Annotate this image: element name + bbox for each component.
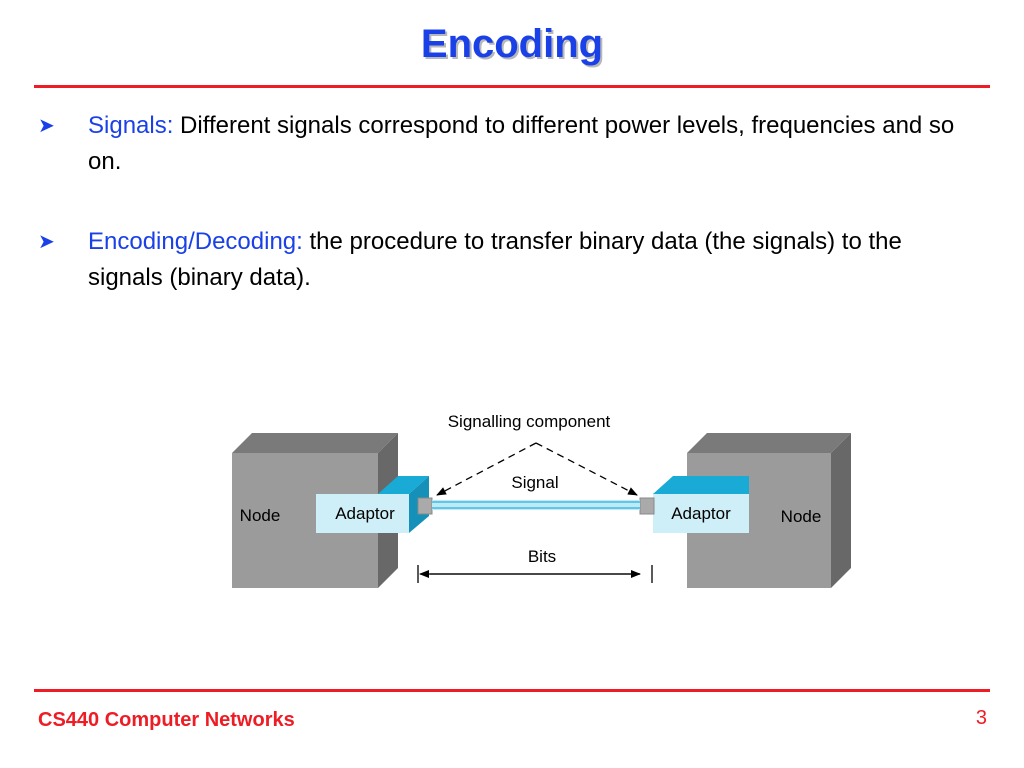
signalling-component-label: Signalling component bbox=[448, 412, 611, 431]
bullet-description: Different signals correspond to differen… bbox=[88, 112, 955, 175]
left-node-top bbox=[232, 433, 398, 453]
arrow-bullet-icon: ➤ bbox=[38, 231, 55, 253]
bits-label: Bits bbox=[528, 547, 556, 566]
bullet-text: Encoding/Decoding: the procedure to tran… bbox=[88, 224, 978, 296]
bullet-item-signals: ➤ Signals: Different signals correspond … bbox=[38, 108, 978, 180]
page-number: 3 bbox=[975, 707, 987, 729]
right-adaptor-body bbox=[653, 494, 749, 533]
left-connector bbox=[417, 497, 433, 515]
signalling-arrow-right bbox=[535, 442, 638, 496]
bullet-term: Signals: bbox=[88, 112, 174, 139]
left-adaptor-label: Adaptor bbox=[335, 504, 395, 523]
bullet-item-encoding-decoding: ➤ Encoding/Decoding: the procedure to tr… bbox=[38, 224, 978, 296]
arrow-bullet-icon: ➤ bbox=[38, 115, 55, 137]
bullet-description: the procedure to transfer binary data (t… bbox=[88, 228, 902, 291]
left-adaptor-body bbox=[316, 494, 409, 533]
left-adaptor-top bbox=[378, 476, 429, 494]
footer-course-title: CS440 Computer Networks bbox=[38, 709, 295, 731]
signalling-arrow-left bbox=[436, 442, 537, 496]
signal-label: Signal bbox=[511, 473, 558, 492]
left-adaptor bbox=[316, 476, 433, 533]
title-divider bbox=[34, 85, 990, 88]
right-node-side bbox=[831, 433, 851, 588]
slide-title: Encoding bbox=[420, 22, 604, 66]
link-cable bbox=[432, 500, 640, 510]
bullet-term: Encoding/Decoding: bbox=[88, 228, 303, 255]
right-node-top bbox=[687, 433, 851, 453]
link-cable-body bbox=[432, 500, 640, 510]
right-adaptor bbox=[639, 476, 749, 533]
footer-divider bbox=[34, 689, 990, 692]
right-adaptor-top bbox=[653, 476, 749, 494]
left-node-label: Node bbox=[240, 506, 281, 525]
right-connector bbox=[639, 497, 655, 515]
bullet-text: Signals: Different signals correspond to… bbox=[88, 108, 978, 180]
right-adaptor-label: Adaptor bbox=[671, 504, 731, 523]
right-node-label: Node bbox=[781, 507, 822, 526]
